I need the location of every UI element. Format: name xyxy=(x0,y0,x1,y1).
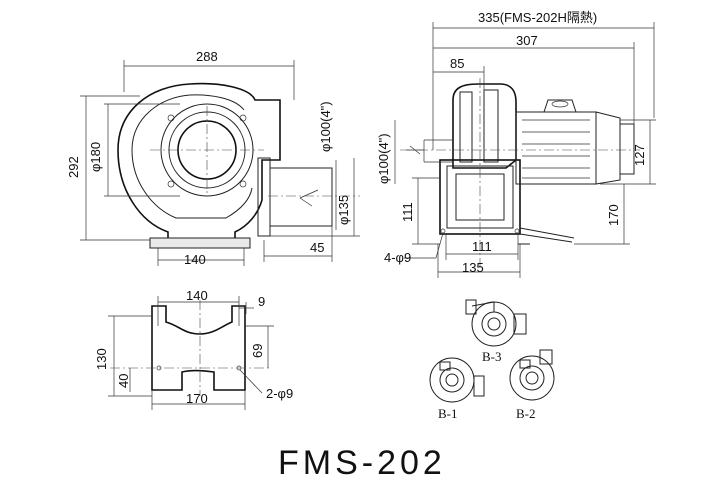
side-total-dim: 307 xyxy=(516,33,538,48)
base-top-width-dim: 140 xyxy=(186,288,208,303)
base-holes-dim: 2-φ9 xyxy=(266,386,293,401)
side-view: 335(FMS-202H隔熱) 307 85 127 φ100(4") 111 … xyxy=(376,10,656,278)
base-height-dim: 130 xyxy=(94,348,109,370)
orientation-b3-label: B-3 xyxy=(482,349,502,364)
front-width-dim: 288 xyxy=(196,49,218,64)
model-title: FMS-202 xyxy=(278,444,446,482)
side-total-insulated-dim: 335(FMS-202H隔熱) xyxy=(478,10,597,25)
base-inner-dim: 69 xyxy=(250,344,265,358)
orientation-diagrams: B-3 B-1 B-2 xyxy=(429,299,555,421)
side-inlet-offset-dim: 85 xyxy=(450,56,464,71)
orientation-b1-label: B-1 xyxy=(438,406,458,421)
side-center-height-dim: 111 xyxy=(400,202,415,222)
front-view: 288 292 φ180 φ100(4") φ135 140 45 xyxy=(66,49,360,267)
orientation-b2-label: B-2 xyxy=(516,406,536,421)
front-inlet-dia-dim: φ180 xyxy=(88,142,103,172)
side-mount-holes-dim: 4-φ9 xyxy=(384,250,411,265)
front-outlet-dia-dim: φ100(4") xyxy=(318,101,333,152)
orientation-b1: B-1 xyxy=(429,357,485,421)
front-base-width-dim: 140 xyxy=(184,252,206,267)
front-flange-dia-dim: φ135 xyxy=(336,195,351,225)
side-shaft-height-dim: 170 xyxy=(606,204,621,226)
side-motor-height-dim: 127 xyxy=(632,144,647,166)
base-low-dim: 40 xyxy=(116,374,131,388)
base-width-dim: 170 xyxy=(186,391,208,406)
base-slot-dim: 9 xyxy=(258,294,265,309)
base-view: 140 9 130 69 40 170 2-φ9 xyxy=(94,288,293,410)
front-flange-offset-dim: 45 xyxy=(310,240,324,255)
orientation-b2: B-2 xyxy=(509,349,555,421)
orientation-b3: B-3 xyxy=(465,299,527,364)
side-inlet-dia-dim: φ100(4") xyxy=(376,133,391,184)
side-base-inner-dim: 111 xyxy=(472,239,492,254)
side-base-outer-dim: 135 xyxy=(462,260,484,275)
front-height-dim: 292 xyxy=(66,156,81,178)
